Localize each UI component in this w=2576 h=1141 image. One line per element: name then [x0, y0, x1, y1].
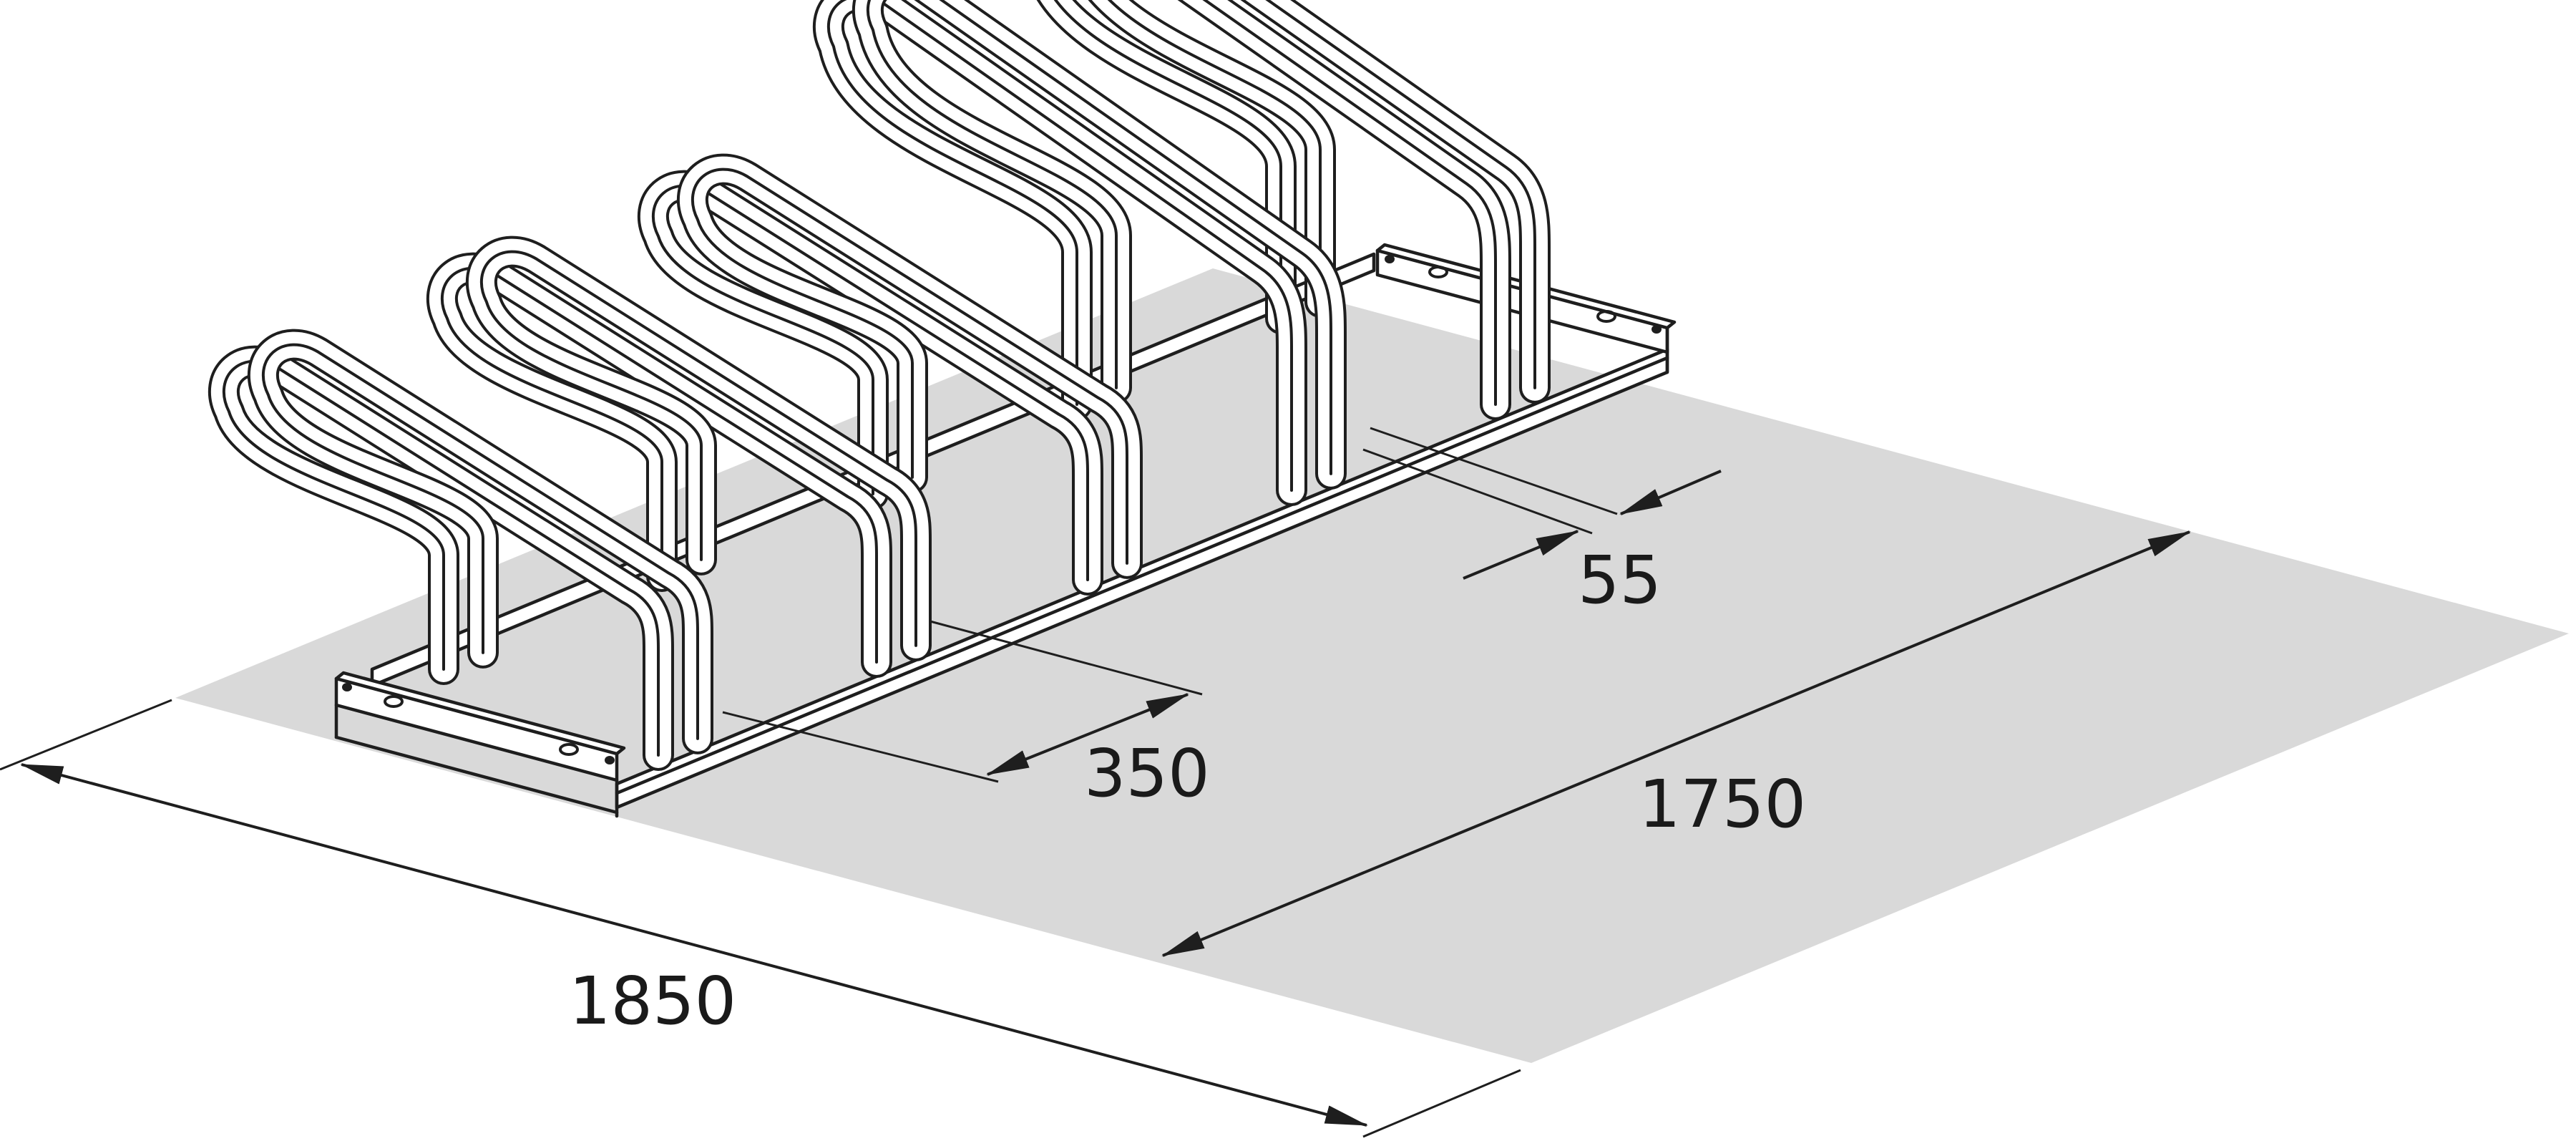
bike-hoop: [208, 329, 713, 771]
dimension-label-1750: 1750: [1639, 766, 1806, 843]
dimension-1750: 1750: [1161, 530, 2191, 957]
dimension-label-350: 350: [1084, 735, 1210, 812]
bike-hoop: [426, 236, 932, 678]
bike-hoop: [812, 0, 1347, 506]
bike-hoop: [637, 153, 1143, 596]
dimension-55: 55: [1362, 427, 1722, 618]
bike-hoops: [208, 0, 1551, 771]
dimension-label-1850: 1850: [569, 963, 736, 1039]
dimension-350: 350: [722, 620, 1210, 812]
dimension-1850: 1850: [0, 699, 1521, 1138]
bike-hoop: [1036, 0, 1551, 420]
dimension-label-55: 55: [1578, 542, 1662, 618]
